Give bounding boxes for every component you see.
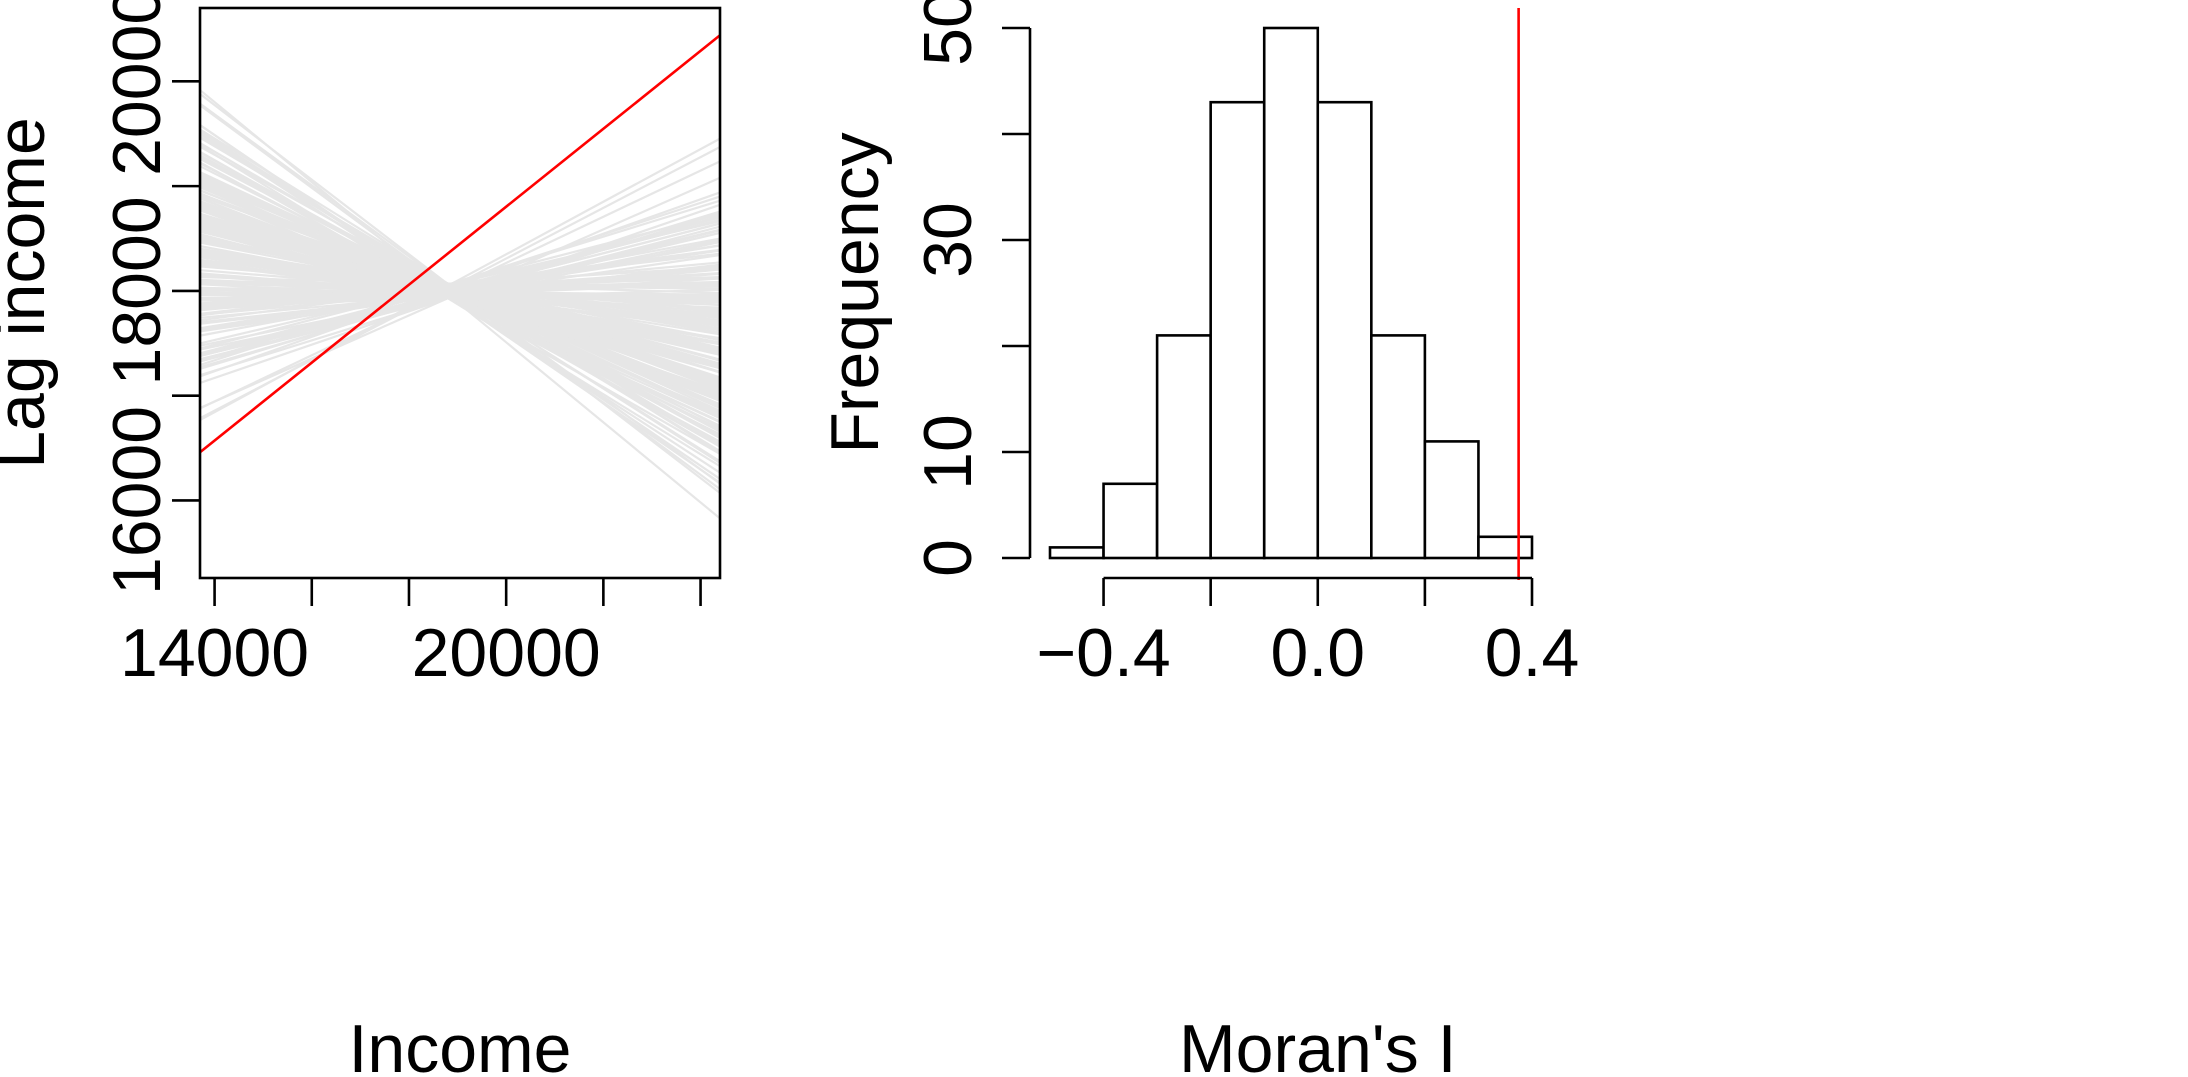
y-tick-label: 30 (910, 202, 986, 278)
permutation-lines (199, 89, 721, 520)
histogram-bar (1048, 546, 1105, 560)
histogram-bars (1048, 26, 1534, 560)
x-axis: −0.4 0.0 0.4 (1036, 576, 1580, 691)
observed-slope-line (199, 34, 721, 454)
y-tick-label: 16000 (99, 406, 175, 595)
y-axis-label: Lag income (0, 117, 59, 469)
permutation-line (199, 268, 721, 308)
x-tick-label: −0.4 (1036, 615, 1170, 691)
x-tick-label: 20000 (412, 615, 601, 691)
histogram-bar (1423, 440, 1480, 560)
plot-box (198, 6, 722, 580)
y-axis-label: Frequency (817, 132, 893, 453)
x-axis-label: Moran's I (1179, 1011, 1457, 1077)
histogram-bar (1477, 535, 1534, 560)
histogram-bar (1155, 334, 1212, 560)
y-tick-label: 50 (910, 0, 986, 66)
permutation-line (199, 288, 721, 308)
permutation-line (199, 137, 721, 421)
permutation-line (199, 260, 721, 331)
permutation-line (199, 214, 721, 369)
income-lag-plot: 14000 20000 16000 18000 20000 Income Lag in… (0, 0, 722, 1077)
x-axis-label: Income (349, 1011, 572, 1077)
y-axis: 16000 18000 20000 (99, 0, 200, 595)
histogram-bar (1262, 26, 1320, 560)
y-tick-label: 20000 (99, 0, 175, 176)
histogram-bar (1102, 482, 1159, 560)
permutation-line (199, 150, 721, 448)
x-tick-label: 14000 (120, 615, 309, 691)
permutation-line (199, 265, 721, 301)
x-axis: 14000 20000 (120, 578, 702, 691)
y-axis: 0 10 30 50 (910, 0, 1032, 577)
permutation-line (199, 144, 721, 468)
y-tick-label: 0 (910, 539, 986, 577)
y-tick-label: 10 (910, 414, 986, 490)
histogram-bar (1316, 100, 1373, 560)
histogram-bar (1209, 100, 1266, 560)
morans-i-histogram: −0.4 0.0 0.4 0 10 30 50 Moran's I Frequency (817, 0, 1579, 1077)
x-tick-label: 0.4 (1485, 615, 1580, 691)
y-tick-label: 18000 (99, 196, 175, 385)
histogram-bar (1370, 334, 1427, 560)
x-tick-label: 0.0 (1271, 615, 1366, 691)
